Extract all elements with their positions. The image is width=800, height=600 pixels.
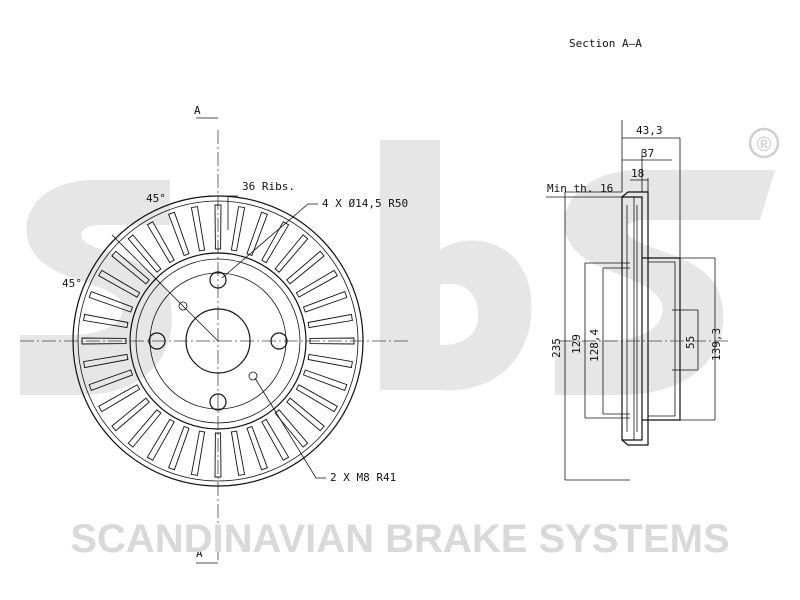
cooling-rib [309,337,355,345]
cooling-rib [98,384,141,413]
dim-43-3: 43,3 [636,124,663,137]
cooling-rib [111,397,150,432]
cooling-rib [261,418,290,461]
cooling-rib [146,418,175,461]
cooling-ribs [81,204,355,478]
cooling-rib [83,313,129,329]
brand-watermark-logo [20,140,775,395]
angle-upper-label: 45° [146,192,166,205]
cooling-rib [286,397,325,432]
registered-mark-text: ® [757,134,772,156]
cooling-rib [98,269,141,298]
dim-37: 37 [641,147,654,160]
disc-section-view [546,120,730,481]
cooling-rib [83,353,129,369]
cooling-rib [246,211,268,257]
dim-129: 129 [570,334,583,354]
registered-mark: ® [748,127,780,159]
cooling-rib [246,425,268,471]
cut-marker-top: A [194,104,201,117]
threads-label: 2 X M8 R41 [330,471,396,484]
cooling-rib [190,430,206,476]
cooling-rib [230,430,246,476]
dim-235: 235 [550,338,563,358]
cooling-rib [302,369,348,391]
cooling-rib [88,291,134,313]
cooling-rib [88,369,134,391]
cooling-rib [295,384,338,413]
cooling-rib [127,409,162,448]
cooling-rib [261,221,290,264]
cooling-rib [214,432,222,478]
holes-label: 4 X Ø14,5 R50 [322,197,408,210]
cooling-rib [302,291,348,313]
cooling-rib [307,353,353,369]
cooling-rib [190,206,206,252]
ribs-label: 36 Ribs. [242,180,295,193]
cooling-rib [127,234,162,273]
cooling-rib [307,313,353,329]
cooling-rib [286,250,325,285]
dim-55: 55 [684,336,697,349]
cooling-rib [214,204,222,250]
cooling-rib [168,211,190,257]
cooling-rib [81,337,127,345]
cooling-rib [295,269,338,298]
min-thickness-label: Min th. 16 [547,182,613,195]
disc-front-view [20,117,410,564]
cooling-rib [274,409,309,448]
dim-139-3: 139,3 [710,328,723,361]
cut-marker-bottom: A [196,547,203,560]
cooling-rib [230,206,246,252]
cooling-rib [146,221,175,264]
cooling-rib [111,250,150,285]
cooling-rib [168,425,190,471]
angle-lower-label: 45° [62,277,82,290]
dim-128-4: 128,4 [588,329,601,362]
section-label: Section A—A [569,37,642,50]
cooling-rib [274,234,309,273]
brand-name: SCANDINAVIAN BRAKE SYSTEMS [70,517,729,561]
dim-18: 18 [631,167,644,180]
